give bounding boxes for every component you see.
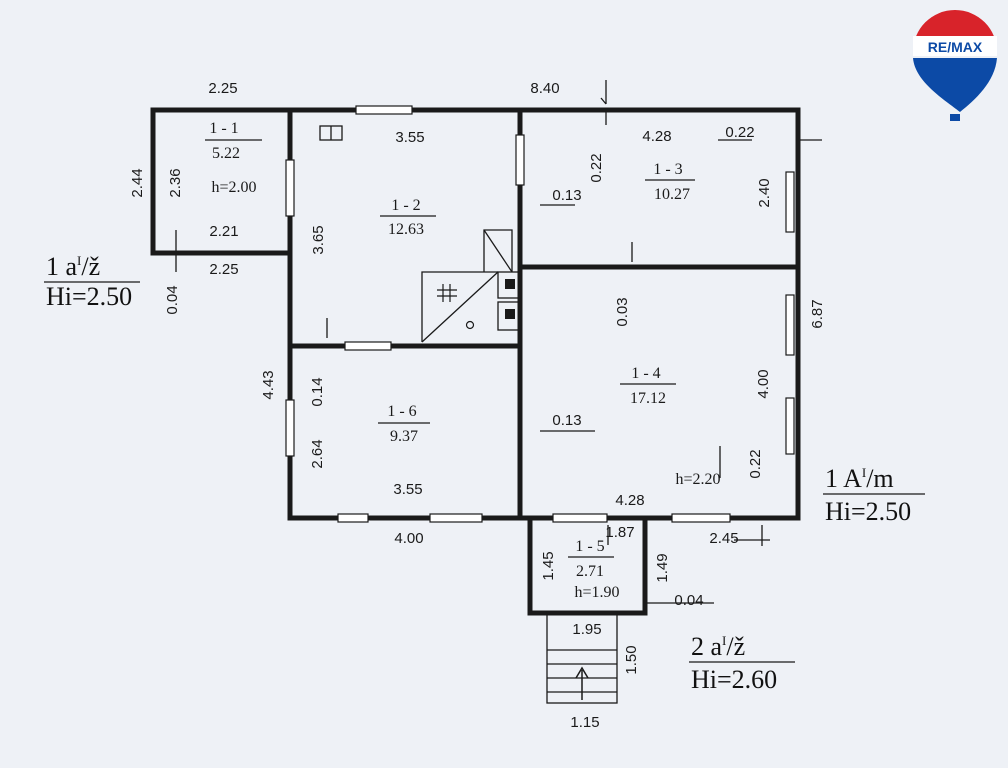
windows — [285, 105, 795, 523]
hob-icon — [437, 284, 457, 302]
window-left-1-2 — [285, 159, 295, 217]
dim: 4.43 — [260, 370, 277, 399]
label-line1: 1 AI/m — [825, 464, 894, 493]
room-area: 2.71 — [576, 563, 604, 580]
room-1-4: 1 - 4 17.12 h=2.20 — [620, 365, 721, 488]
label-line2: Hi=2.60 — [691, 665, 777, 694]
dim: 2.25 — [208, 80, 237, 97]
dimension-lines — [175, 80, 822, 604]
room-labels: 1 - 1 5.22 h=2.00 1 - 2 12.63 1 - 3 10.2… — [205, 120, 721, 601]
floor-label-1: 1 aI/ž Hi=2.50 — [44, 252, 140, 311]
room-1-1: 1 - 1 5.22 h=2.00 — [205, 120, 262, 196]
room-1-2: 1 - 2 12.63 — [380, 197, 436, 238]
dim: 2.64 — [309, 439, 326, 468]
door-1-2-1-3 — [515, 134, 525, 186]
floor-labels: 1 aI/ž Hi=2.50 1 AI/m Hi=2.50 2 aI/ž Hi=… — [44, 252, 925, 694]
label-line2: Hi=2.50 — [46, 282, 132, 311]
window-left-1-6 — [285, 399, 295, 457]
window-bottom-3 — [671, 513, 731, 523]
window-right-1-3 — [785, 171, 795, 233]
stair-steps — [547, 649, 617, 693]
room-height: h=1.90 — [574, 584, 619, 601]
dim: 4.28 — [615, 492, 644, 509]
dim: 8.40 — [530, 80, 559, 97]
logo-balloon-bottom — [913, 58, 997, 112]
dim: 0.13 — [552, 187, 581, 204]
dim: 0.13 — [552, 412, 581, 429]
dim: 2.36 — [167, 168, 184, 197]
room-id: 1 - 1 — [209, 120, 238, 137]
dim: 0.22 — [725, 124, 754, 141]
room-area: 9.37 — [390, 428, 418, 445]
door-bottom — [552, 513, 608, 523]
entrance-stairs — [546, 612, 618, 704]
floor-label-2: 1 AI/m Hi=2.50 — [823, 464, 925, 526]
room-1-6: 1 - 6 9.37 — [378, 403, 430, 445]
logo-band — [913, 36, 997, 56]
room-id: 1 - 5 — [575, 538, 604, 555]
dim: 2.44 — [129, 168, 146, 197]
room-id: 1 - 4 — [631, 365, 660, 382]
dim: 3.55 — [395, 129, 424, 146]
floor-label-3: 2 aI/ž Hi=2.60 — [689, 632, 795, 694]
label-line1: 1 aI/ž — [46, 252, 100, 281]
dim: 1.49 — [654, 553, 671, 582]
window-top-1-2 — [355, 105, 413, 115]
room-area: 5.22 — [212, 145, 240, 162]
room-1-5: 1 - 5 2.71 h=1.90 — [568, 538, 620, 601]
dim: 0.14 — [309, 377, 326, 406]
room-area: 10.27 — [654, 186, 690, 203]
room-height: h=2.20 — [675, 471, 720, 488]
dimension-labels: 2.25 8.40 3.55 4.28 0.22 2.44 2.36 2.21 … — [129, 80, 826, 731]
room-id: 1 - 2 — [391, 197, 420, 214]
dim: 2.40 — [756, 178, 773, 207]
dim: 0.03 — [614, 297, 631, 326]
dim: 1.87 — [605, 524, 634, 541]
dim: 4.00 — [394, 530, 423, 547]
dim: 0.22 — [588, 153, 605, 182]
room-area: 12.63 — [388, 221, 424, 238]
label-line2: Hi=2.50 — [825, 497, 911, 526]
room-id: 1 - 6 — [387, 403, 416, 420]
window-right-1-4b — [785, 397, 795, 455]
window-bottom-1 — [337, 513, 369, 523]
arrow-up-icon — [575, 666, 589, 679]
dim: 2.21 — [209, 223, 238, 240]
room-height: h=2.00 — [211, 179, 256, 196]
stove-outline — [421, 271, 498, 342]
dim: 0.04 — [164, 285, 181, 314]
stove-step — [483, 229, 513, 272]
dim: 0.04 — [674, 592, 703, 609]
dim: 0.22 — [747, 449, 764, 478]
room-1-3: 1 - 3 10.27 — [645, 161, 695, 203]
logo-basket — [950, 114, 960, 121]
remax-logo: RE/MAX — [913, 10, 997, 121]
dim: 1.45 — [540, 551, 557, 580]
dim: 6.87 — [809, 299, 826, 328]
door-1-2-1-6 — [344, 341, 392, 351]
dim: 2.25 — [209, 261, 238, 278]
dim: 1.50 — [623, 645, 640, 674]
logo-text: RE/MAX — [928, 39, 983, 55]
window-bottom-2 — [429, 513, 483, 523]
dim: 3.55 — [393, 481, 422, 498]
dim: 1.95 — [572, 621, 601, 638]
stairs-outline — [546, 612, 618, 704]
dim: 4.00 — [755, 369, 772, 398]
stove — [319, 125, 521, 343]
dim: 4.28 — [642, 128, 671, 145]
wall-outer — [287, 107, 801, 521]
dim: 2.45 — [709, 530, 738, 547]
dim: 1.15 — [570, 714, 599, 731]
room-id: 1 - 3 — [653, 161, 682, 178]
label-line1: 2 aI/ž — [691, 632, 745, 661]
dim: 3.65 — [310, 225, 327, 254]
room-area: 17.12 — [630, 390, 666, 407]
window-right-1-4a — [785, 294, 795, 356]
